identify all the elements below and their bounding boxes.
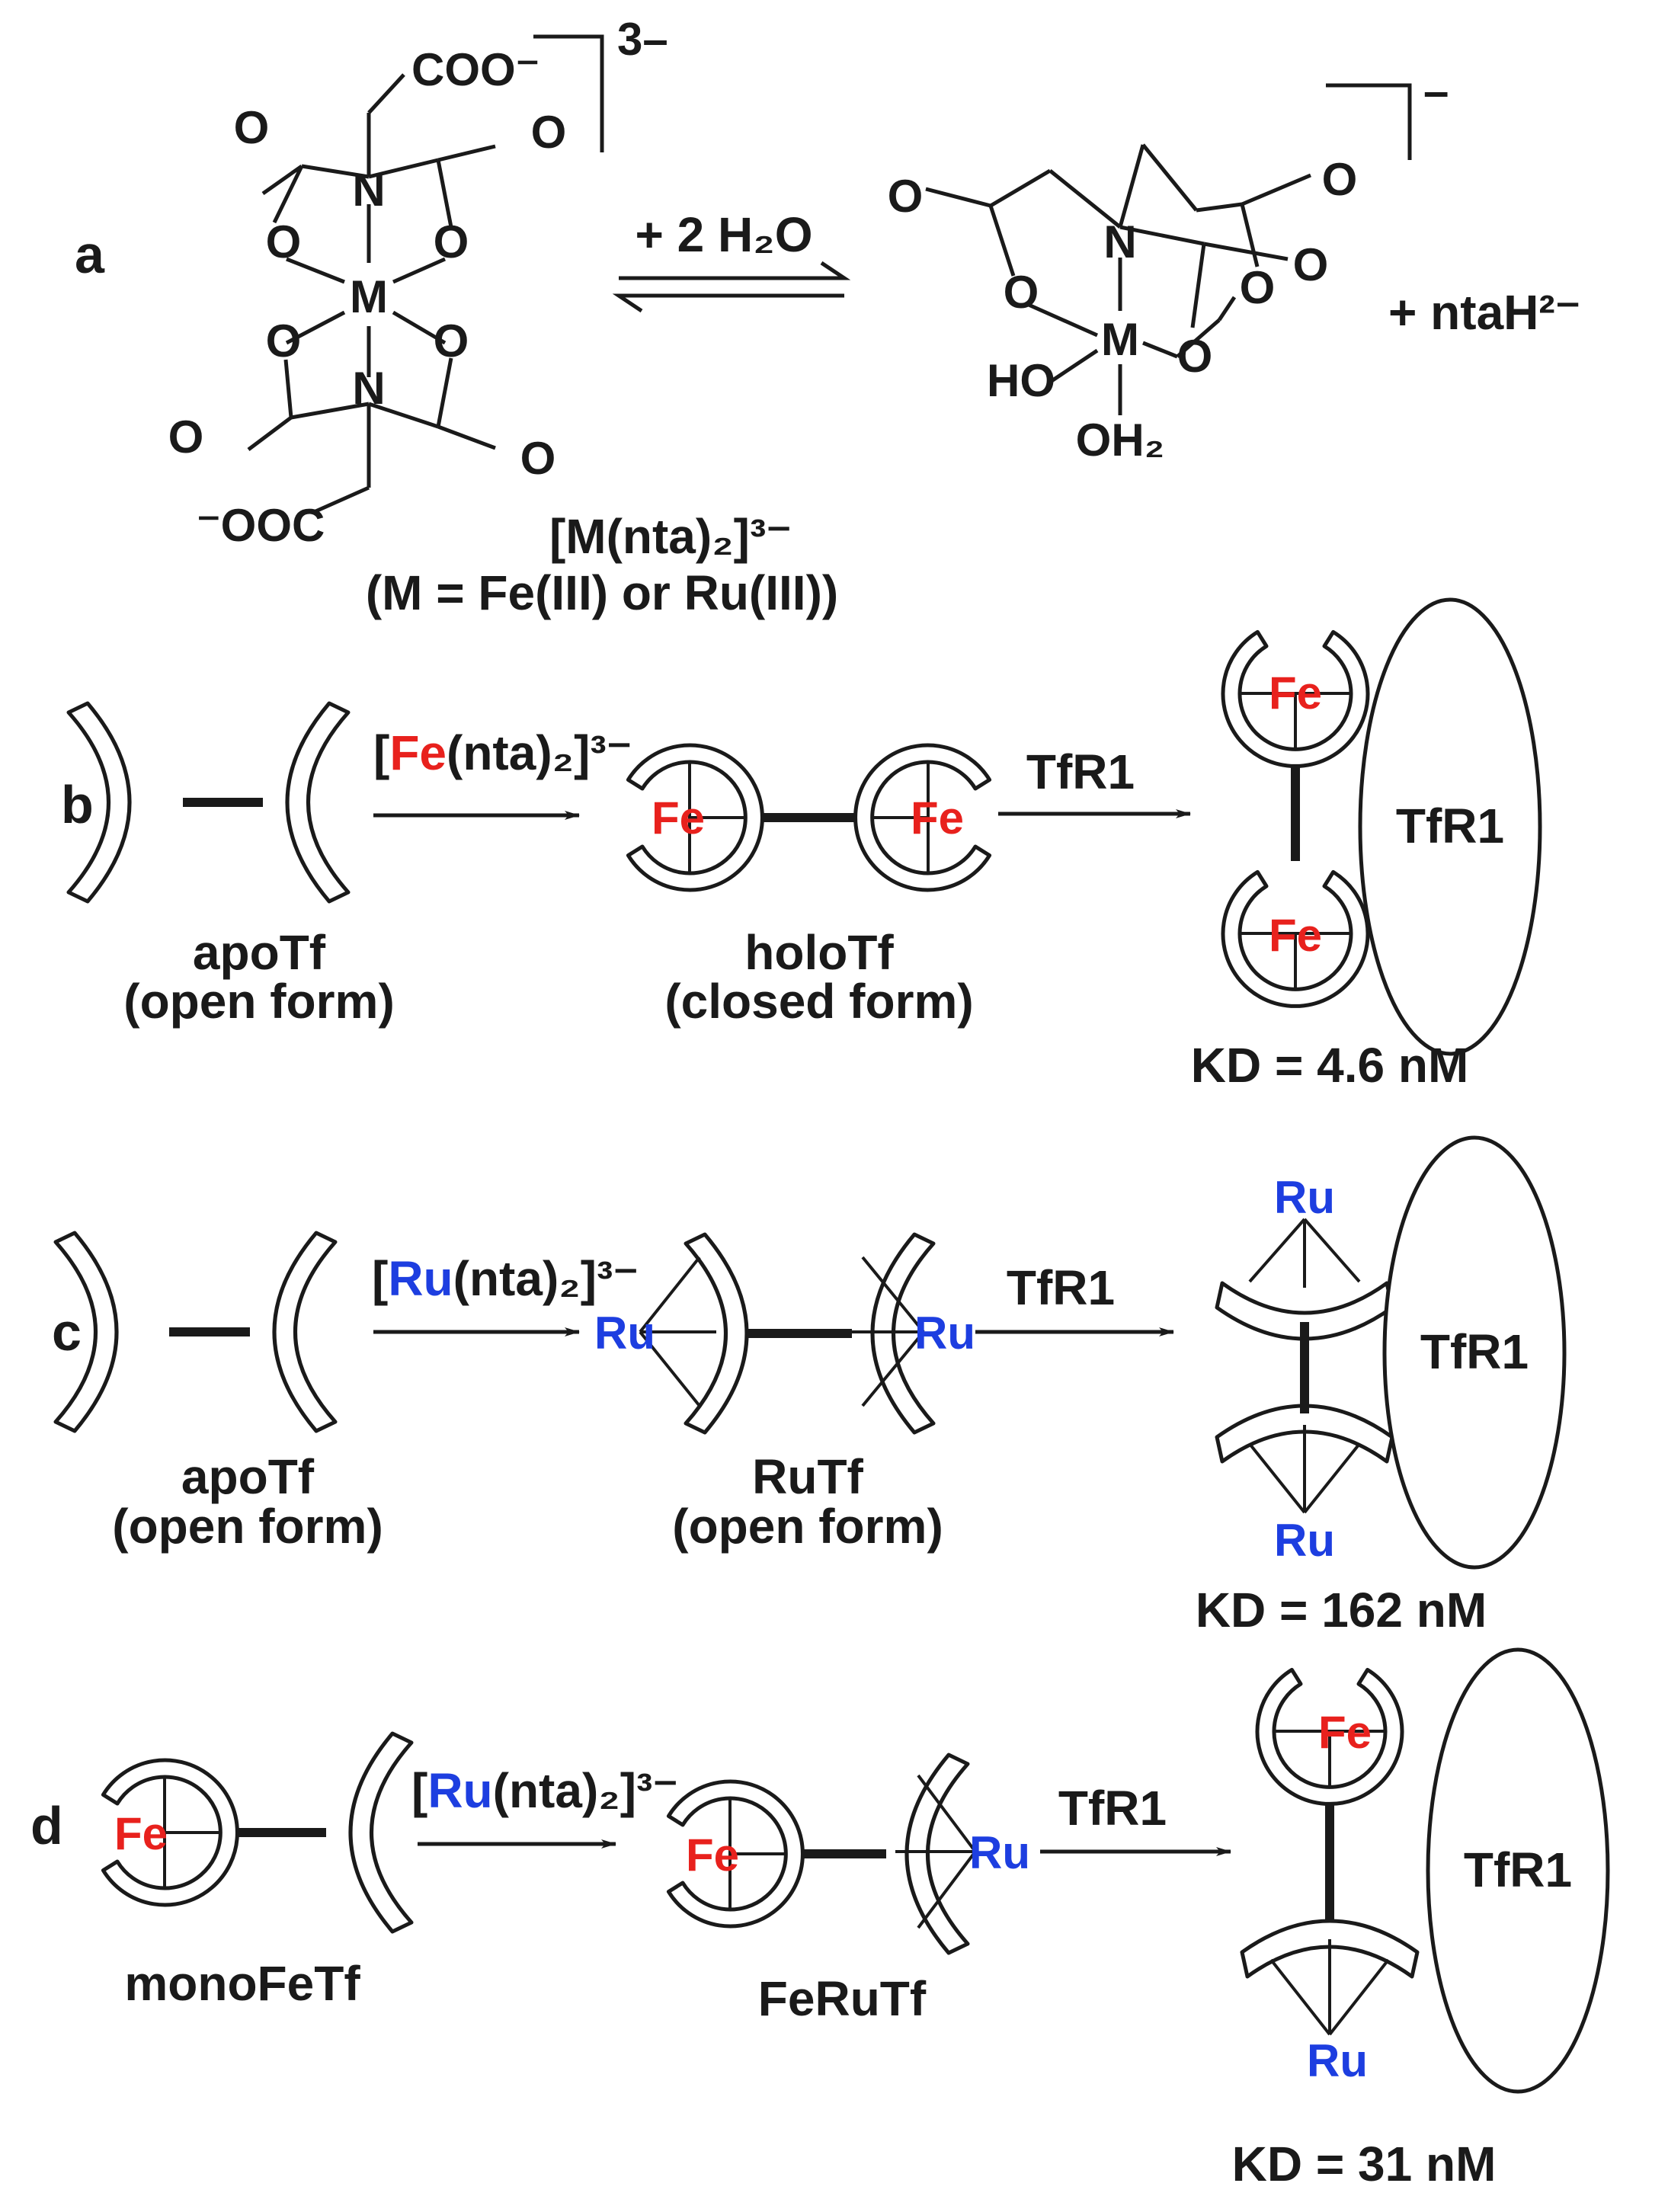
coproduct: + ntaH²⁻	[1388, 285, 1580, 340]
metal-atom: M	[350, 271, 388, 322]
oxygen-atom: O	[1322, 154, 1358, 205]
receptor-binding-arrow: TfR1	[998, 744, 1191, 818]
apotf-state: (open form)	[112, 1499, 383, 1554]
ruthenium-atom: Ru	[1307, 2035, 1368, 2086]
receptor-arrow-label: TfR1	[1007, 1260, 1115, 1315]
iron-loading-arrow: [Fe(nta)₂]³⁻	[373, 725, 632, 820]
oxygen-atom: O	[888, 171, 924, 222]
iron-ruthenium-transferrin: Fe Ru	[668, 1755, 1030, 1953]
ruthenium-atom: Ru	[969, 1827, 1030, 1878]
oxygen-atom: O	[520, 433, 556, 484]
iron-atom: Fe	[114, 1808, 168, 1859]
iron-atom: Fe	[1269, 910, 1322, 961]
ruthenium-nta-reagent: [Ru(nta)₂]³⁻	[372, 1251, 639, 1306]
nitrogen-atom: N	[352, 363, 385, 414]
equilibrium-arrow: + 2 H₂O	[612, 207, 851, 313]
oxygen-atom: O	[168, 411, 204, 463]
apotransferrin-open	[69, 703, 348, 901]
receptor-label: TfR1	[1464, 1842, 1572, 1897]
iron-nta-reagent: [Fe(nta)₂]³⁻	[373, 725, 632, 780]
oxygen-atom: O	[234, 102, 270, 153]
transferrin-receptor	[1382, 1135, 1567, 1570]
rutf-label: RuTf	[752, 1449, 863, 1504]
hydroxide-ligand: HO	[987, 355, 1055, 406]
receptor-label: TfR1	[1420, 1324, 1529, 1379]
dissociation-constant: KD = 162 nM	[1196, 1583, 1487, 1637]
nitrogen-atom: N	[1103, 216, 1136, 267]
ruthenium-loading-arrow: [Ru(nta)₂]³⁻	[411, 1763, 678, 1849]
receptor-arrow-label: TfR1	[1058, 1781, 1167, 1836]
oxygen-atom: O	[531, 107, 567, 158]
panel-b-letter: b	[61, 775, 94, 834]
monofetf-label: monoFeTf	[124, 1956, 360, 2011]
oxygen-atom: O	[1240, 262, 1276, 313]
rutf-state: (open form)	[672, 1499, 943, 1554]
product-charge: –	[1423, 66, 1449, 117]
transferrin-receptor	[1358, 597, 1542, 1056]
panel-c-letter: c	[52, 1302, 82, 1362]
iron-atom: Fe	[1318, 1707, 1372, 1758]
dissociation-constant: KD = 4.6 nM	[1191, 1038, 1469, 1093]
oxygen-atom: O	[1177, 331, 1213, 382]
metal-atom: M	[1101, 314, 1139, 365]
metal-nta-complex-structure: M N N O O O O O O O O COO⁻ ⁻OOC 3–	[168, 14, 668, 551]
carboxylate-group-label: COO⁻	[411, 44, 539, 95]
water-reagent: + 2 H₂O	[636, 207, 813, 262]
panel-a: a M N N O	[75, 14, 1580, 620]
rutf-receptor-complex: Ru Ru TfR1	[1217, 1135, 1567, 1570]
iron-atom: Fe	[911, 792, 964, 844]
holotf-state: (closed form)	[664, 974, 973, 1029]
oxygen-atom: O	[434, 216, 469, 267]
panel-c: c apoTf (open form) [Ru(nta)₂]³⁻ Ru Ru R…	[52, 1135, 1567, 1637]
ruthenium-atom: Ru	[1274, 1172, 1335, 1223]
ruthenium-loading-arrow: [Ru(nta)₂]³⁻	[372, 1251, 639, 1336]
apotf-state: (open form)	[123, 974, 395, 1029]
oxygen-atom: O	[266, 315, 302, 367]
reactant-name: [M(nta)₂]³⁻	[549, 509, 792, 564]
metal-note: (M = Fe(III) or Ru(III))	[366, 565, 838, 620]
holotf-receptor-complex: Fe Fe TfR1	[1223, 597, 1542, 1056]
carboxylate-group-label: ⁻OOC	[197, 500, 325, 551]
panel-d-letter: d	[30, 1796, 63, 1855]
ruthenium-transferrin-open: Ru Ru	[594, 1234, 975, 1433]
apotransferrin-open	[56, 1233, 335, 1431]
ruthenium-atom: Ru	[1274, 1515, 1335, 1566]
receptor-arrow-label: TfR1	[1026, 744, 1135, 799]
hydrolysis-product-structure: N M O O O O O O HO OH₂ –	[888, 66, 1449, 466]
oxygen-atom: O	[1004, 267, 1039, 318]
transferrin-receptor	[1426, 1647, 1610, 2094]
holotf-label: holoTf	[744, 925, 894, 980]
nitrogen-atom: N	[352, 165, 385, 216]
holotransferrin-closed: Fe Fe	[628, 745, 989, 890]
receptor-binding-arrow: TfR1	[1040, 1781, 1231, 1856]
ferutf-label: FeRuTf	[758, 1971, 927, 2026]
ruthenium-atom: Ru	[914, 1308, 975, 1359]
monoferric-transferrin: Fe	[103, 1733, 411, 1932]
apotf-label: apoTf	[181, 1449, 315, 1504]
iron-atom: Fe	[1269, 667, 1322, 719]
receptor-binding-arrow: TfR1	[975, 1260, 1174, 1336]
panel-d: d Fe monoFeTf [Ru(nta)₂]³⁻ F	[30, 1647, 1610, 2191]
panel-a-letter: a	[75, 225, 105, 284]
water-ligand: OH₂	[1076, 415, 1165, 466]
ruthenium-atom: Ru	[594, 1308, 655, 1359]
oxygen-atom: O	[434, 315, 469, 367]
receptor-label: TfR1	[1396, 799, 1504, 853]
reactant-charge: 3–	[617, 14, 668, 65]
dissociation-constant: KD = 31 nM	[1232, 2137, 1497, 2191]
oxygen-atom: O	[1293, 239, 1329, 290]
iron-atom: Fe	[652, 792, 705, 844]
apotf-label: apoTf	[193, 925, 326, 980]
panel-b: b apoTf (open form) [Fe(nta)₂]³⁻ Fe Fe	[61, 597, 1542, 1093]
iron-atom: Fe	[686, 1829, 739, 1881]
oxygen-atom: O	[266, 216, 302, 267]
ruthenium-nta-reagent: [Ru(nta)₂]³⁻	[411, 1763, 678, 1818]
ferutf-receptor-complex: Fe Ru TfR1	[1242, 1647, 1610, 2094]
